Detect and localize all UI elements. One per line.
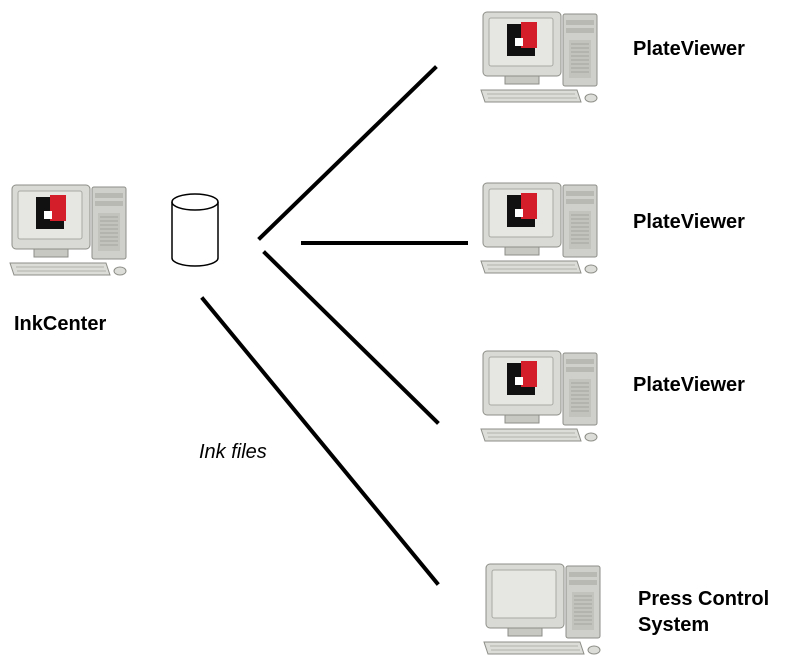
computer-icon-plateviewer-1 xyxy=(480,11,598,103)
label-plateviewer-3: PlateViewer xyxy=(633,374,745,396)
connections xyxy=(200,65,468,586)
edge-ink-files xyxy=(200,296,440,586)
computer-icon-inkcenter xyxy=(9,184,127,276)
database-icon xyxy=(171,193,219,267)
label-plateviewer-1: PlateViewer xyxy=(633,38,745,60)
edge-inkcenter-plateviewer-1 xyxy=(257,65,438,241)
computer-icon-plateviewer-2 xyxy=(480,182,598,274)
label-press-control-line-2: System xyxy=(638,614,710,636)
edge-inkcenter-plateviewer-3 xyxy=(262,250,440,425)
computer-icon-press-control xyxy=(483,563,601,655)
label-ink-files: Ink files xyxy=(199,441,267,463)
computer-icon-plateviewer-3 xyxy=(480,350,598,442)
label-press-control-line-1: Press Control xyxy=(638,588,770,610)
label-plateviewer-2: PlateViewer xyxy=(633,211,745,233)
label-inkcenter: InkCenter xyxy=(14,313,107,335)
